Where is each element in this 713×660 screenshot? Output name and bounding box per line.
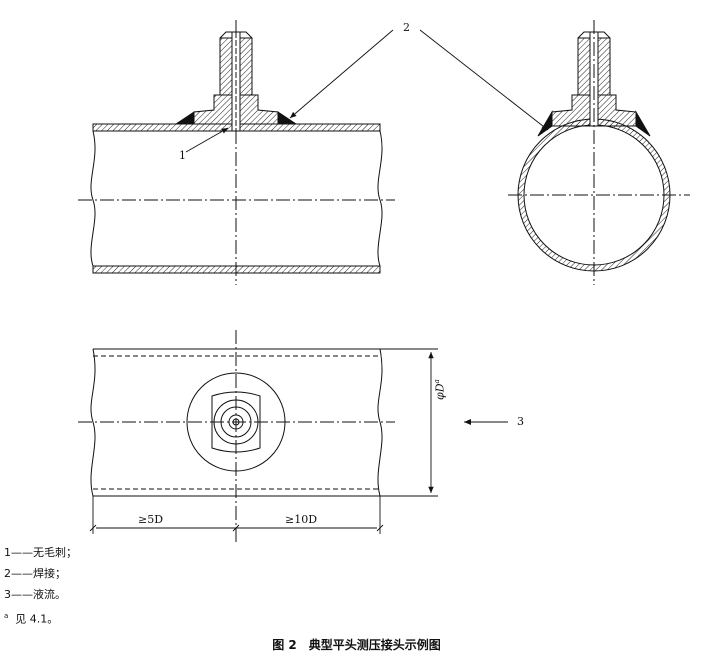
nipple-outer-circle	[213, 399, 259, 445]
nipple-inner-circle	[228, 414, 244, 430]
callout-2: 2	[403, 21, 410, 34]
weld-left	[174, 111, 195, 125]
break-line-right	[377, 130, 383, 267]
diameter-dimension	[380, 348, 438, 497]
diameter-label: φDa	[431, 360, 447, 400]
break-line-left-2	[90, 348, 96, 497]
legend-item-3: 3——液流。	[4, 588, 66, 602]
hex-flat-outline	[211, 391, 261, 453]
legend-item-2: 2——焊接；	[4, 567, 66, 581]
footnote-mark: a	[4, 612, 9, 620]
callout-1: 1	[179, 149, 186, 162]
tick-right	[376, 524, 384, 532]
leader-lines	[185, 29, 549, 153]
weld-left-2	[537, 110, 553, 137]
nipple-mid-circle	[220, 406, 252, 438]
footnote-text: 见 4.1。	[15, 612, 59, 626]
legend-text: ——焊接；	[11, 567, 66, 580]
upstream-length-label: ≥5D	[138, 513, 164, 526]
figure-caption: 图 2 典型平头测压接头示例图	[272, 638, 441, 652]
pipe-top-view	[78, 330, 395, 545]
pipe-cross-section-view	[508, 20, 690, 285]
legend-num: 3	[4, 588, 11, 601]
callout-3: 3	[517, 415, 524, 428]
tick-left	[89, 524, 97, 532]
tick-center	[232, 524, 240, 532]
leader-2-left	[289, 29, 394, 119]
downstream-length-label: ≥10D	[285, 513, 318, 526]
weld-right-2	[635, 110, 651, 137]
break-line-right-2	[377, 348, 383, 497]
length-dimensions	[89, 496, 384, 534]
weld-right	[277, 111, 298, 125]
legend-num: 1	[4, 546, 11, 559]
legend-text: ——液流。	[11, 588, 66, 601]
leader-2-right	[419, 29, 549, 131]
leader-1	[185, 127, 229, 153]
bore-circle	[232, 418, 240, 426]
diameter-note-mark: a	[433, 379, 441, 384]
pipe-section-view	[78, 20, 395, 285]
break-line-left	[90, 130, 96, 267]
diameter-text: φD	[433, 383, 447, 400]
weld-outline-circle	[186, 372, 286, 472]
legend-text: ——无毛刺；	[11, 546, 77, 559]
legend-num: 2	[4, 567, 11, 580]
footnote: a 见 4.1。	[4, 609, 58, 627]
legend-item-1: 1——无毛刺；	[4, 546, 77, 560]
